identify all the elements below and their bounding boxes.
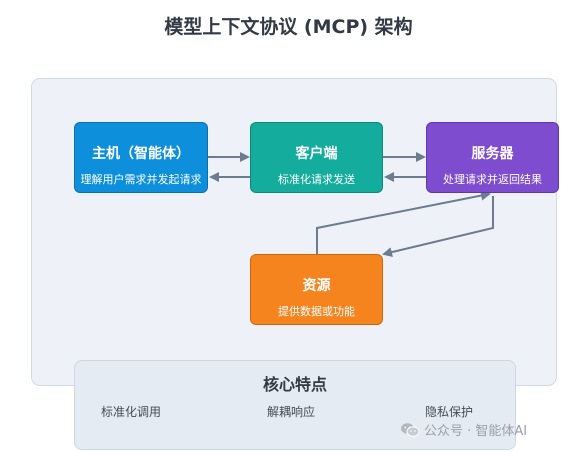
- client-node-subtitle: 标准化请求发送: [278, 173, 355, 186]
- watermark: 公众号 · 智能体AI: [400, 420, 527, 439]
- feature-item-decoupled-response: 解耦响应: [267, 405, 316, 419]
- server-node: 服务器 处理请求并返回结果: [426, 122, 559, 193]
- server-node-subtitle: 处理请求并返回结果: [443, 173, 542, 186]
- arrow-server-to-resource: [382, 196, 494, 258]
- diagram-title: 模型上下文协议 (MCP) 架构: [164, 16, 413, 38]
- core-features-panel: 核心特点 标准化调用 解耦响应 隐私保护: [74, 360, 516, 450]
- arrow-resource-to-server: [316, 190, 491, 254]
- feature-item-privacy-protection: 隐私保护: [425, 405, 474, 419]
- wechat-icon: [400, 422, 420, 438]
- feature-item-standardized-call: 标准化调用: [101, 405, 162, 419]
- resource-node-title: 资源: [302, 278, 331, 294]
- resource-node: 资源 提供数据或功能: [250, 254, 383, 325]
- watermark-text: 公众号 · 智能体AI: [424, 424, 528, 439]
- host-node-subtitle: 理解用户需求并发起请求: [80, 173, 202, 186]
- core-features-title: 核心特点: [262, 375, 327, 394]
- server-node-title: 服务器: [471, 146, 514, 162]
- client-node-title: 客户端: [295, 146, 338, 162]
- host-node-title: 主机（智能体）: [92, 146, 190, 162]
- host-agent-node: 主机（智能体） 理解用户需求并发起请求: [74, 122, 208, 193]
- resource-node-subtitle: 提供数据或功能: [278, 305, 355, 318]
- client-node: 客户端 标准化请求发送: [250, 122, 383, 193]
